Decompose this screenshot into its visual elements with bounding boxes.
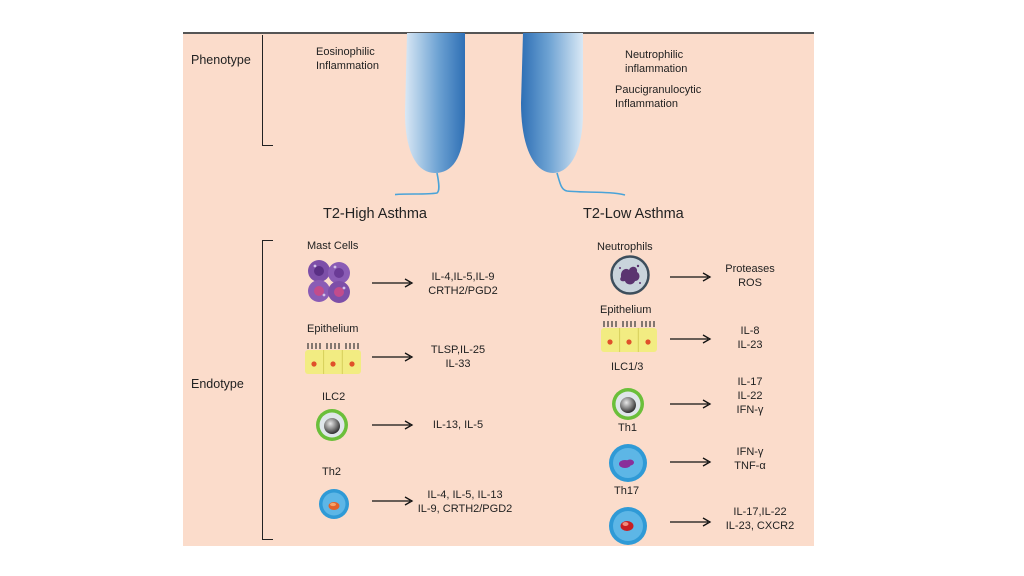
arrow-icon: [670, 457, 712, 467]
mast-cells-label: Mast Cells: [307, 240, 359, 252]
paucigranulocytic-label-line2: Inflammation: [615, 98, 678, 110]
eosinophilic-label-line2: Inflammation: [316, 60, 379, 72]
mast-cells-icon: [308, 260, 350, 303]
endotype-bracket: [262, 240, 273, 540]
th1-label: Th1: [618, 422, 637, 434]
neutrophilic-label-line2: inflammation: [625, 63, 688, 75]
diagram-panel: [183, 33, 814, 546]
neutrophils-output-line2: ROS: [738, 277, 762, 289]
paucigranulocytic-label-line1: Paucigranulocytic: [615, 84, 702, 96]
epithelium-icon: [601, 321, 657, 352]
epithelium-icon: [305, 343, 361, 374]
neutrophilic-label-line1: Neutrophilic: [625, 49, 684, 61]
th2-output-line1: IL-4, IL-5, IL-13: [427, 489, 503, 501]
th17-label: Th17: [614, 485, 640, 497]
th1-output-line2: TNF-α: [734, 460, 766, 472]
ilc13-output-line3: IFN-γ: [736, 404, 764, 416]
t2-low-title: T2-Low Asthma: [583, 206, 684, 222]
ilc2-label: ILC2: [322, 391, 346, 403]
ilc13-label: ILC1/3: [611, 361, 644, 373]
epithelium-low-output-line2: IL-23: [737, 339, 763, 351]
ilc2-cell-icon: [316, 409, 348, 441]
endotype-label: Endotype: [191, 377, 244, 391]
right-lung-shape: [521, 33, 626, 196]
phenotype-bracket: [262, 35, 273, 146]
arrow-icon: [670, 517, 712, 527]
ilc13-output-line1: IL-17: [737, 376, 763, 388]
t2-high-title: T2-High Asthma: [323, 206, 427, 222]
th2-label: Th2: [322, 466, 341, 478]
th17-cell-icon: [609, 507, 647, 545]
phenotype-label: Phenotype: [191, 53, 251, 67]
top-rule: [183, 32, 814, 34]
th17-output-line1: IL-17,IL-22: [733, 506, 787, 518]
left-lung-shape: [395, 33, 465, 196]
ilc13-cell-icon: [612, 388, 644, 420]
epithelium-output-line2: IL-33: [445, 358, 471, 370]
arrow-icon: [670, 334, 712, 344]
mast-cells-output-line1: IL-4,IL-5,IL-9: [431, 271, 495, 283]
th2-cell-icon: [319, 489, 349, 519]
epithelium-label: Epithelium: [307, 323, 359, 335]
ilc13-output-line2: IL-22: [737, 390, 763, 402]
epithelium-low-output-line1: IL-8: [740, 325, 760, 337]
ilc2-output: IL-13, IL-5: [432, 419, 484, 431]
arrow-icon: [670, 399, 712, 409]
th1-output-line1: IFN-γ: [736, 446, 764, 458]
epithelium-label-low: Epithelium: [600, 304, 652, 316]
th1-cell-icon: [609, 444, 647, 482]
neutrophils-output-line1: Proteases: [725, 263, 775, 275]
th17-output-line2: IL-23, CXCR2: [725, 520, 795, 532]
arrow-icon: [372, 496, 414, 506]
arrow-icon: [670, 272, 712, 282]
epithelium-output-line1: TLSP,IL-25: [430, 344, 486, 356]
arrow-icon: [372, 278, 414, 288]
eosinophilic-label-line1: Eosinophilic: [316, 46, 375, 58]
arrow-icon: [372, 420, 414, 430]
th2-output-line2: IL-9, CRTH2/PGD2: [417, 503, 513, 515]
mast-cells-output-line2: CRTH2/PGD2: [428, 285, 498, 297]
arrow-icon: [372, 352, 414, 362]
neutrophil-cell-icon: [610, 255, 650, 295]
neutrophils-label: Neutrophils: [597, 241, 653, 253]
